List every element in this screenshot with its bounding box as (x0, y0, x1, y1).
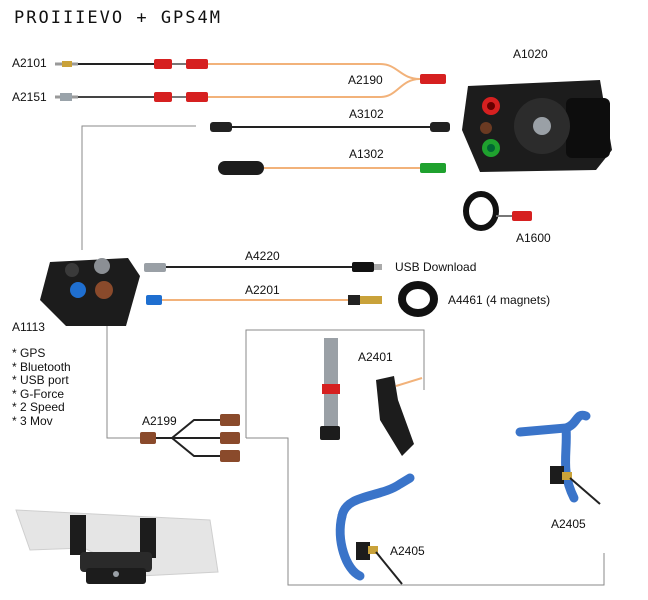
frame-line-lower (246, 437, 605, 586)
part-a4461 (398, 281, 438, 317)
part-a1600 (463, 191, 532, 231)
frame-lines (81, 125, 605, 586)
part-windshield-mount (15, 509, 219, 584)
connector-red (512, 211, 532, 221)
connector-blue (70, 282, 86, 298)
connector-brown (140, 432, 156, 444)
connector-brown (220, 414, 240, 426)
feature-item: * 2 Speed (12, 400, 65, 415)
feature-list: * GPS * Bluetooth * USB port * G-Force *… (12, 346, 71, 429)
label-a2190: A2190 (348, 73, 383, 87)
label-a1020: A1020 (513, 47, 548, 61)
cable-a2201 (146, 295, 382, 305)
cable-a2190-group (55, 59, 446, 102)
feature-item: * GPS (12, 346, 46, 360)
frame-line-box (245, 329, 425, 438)
label-usb-download: USB Download (395, 260, 477, 274)
cable-a2199 (140, 414, 240, 462)
connector-brown (220, 450, 240, 462)
feature-item: * USB port (12, 373, 69, 388)
feature-item: * Bluetooth (12, 359, 71, 374)
label-a4461: A4461 (4 magnets) (448, 293, 551, 307)
connector-red (154, 59, 172, 69)
connector-red (186, 92, 208, 102)
part-a2401 (320, 338, 423, 456)
label-a2151: A2151 (12, 90, 47, 104)
connector-brown (220, 432, 240, 444)
connector-red (154, 92, 172, 102)
label-a2401: A2401 (358, 350, 393, 364)
page-title: PROIIIEVO + GPS4M (14, 8, 222, 28)
label-a2201: A2201 (245, 283, 280, 297)
cable-a1302 (218, 161, 446, 175)
label-a1302: A1302 (349, 147, 384, 161)
device-a1020 (462, 80, 612, 172)
label-a2405-left: A2405 (390, 544, 425, 558)
label-a2101: A2101 (12, 56, 47, 70)
label-a1113: A1113 (12, 320, 45, 334)
connector-green (420, 163, 446, 173)
label-a3102: A3102 (349, 107, 384, 121)
cable-a4220 (144, 262, 382, 272)
connector-red (420, 74, 446, 84)
label-a2199: A2199 (142, 414, 177, 428)
connector-red (186, 59, 208, 69)
label-a2405-right: A2405 (551, 517, 586, 531)
connector-blue (146, 295, 162, 305)
frame-line-left (106, 325, 140, 439)
label-a4220: A4220 (245, 249, 280, 263)
device-a1113 (40, 258, 140, 326)
feature-item: * G-Force (12, 386, 65, 401)
part-a2405-left (335, 473, 415, 585)
label-a1600: A1600 (516, 231, 551, 245)
connector-brown (95, 281, 113, 299)
cable-a3102 (210, 122, 450, 132)
frame-line-top (81, 125, 196, 250)
feature-item: * 3 Mov (12, 413, 53, 428)
part-a2405-right (515, 410, 601, 505)
